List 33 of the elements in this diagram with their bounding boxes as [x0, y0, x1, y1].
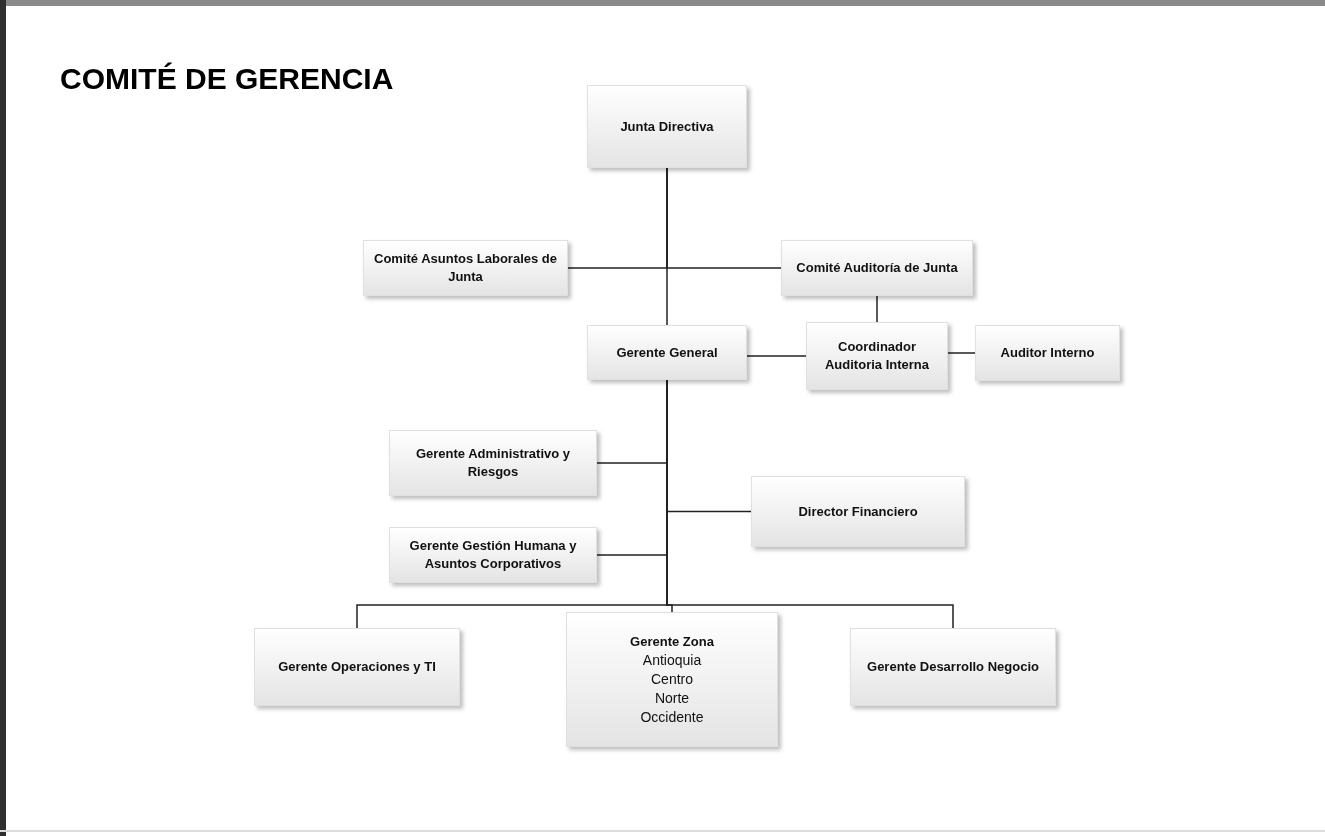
org-box	[587, 85, 747, 168]
box-text: Norte	[654, 688, 690, 708]
org-box	[389, 527, 597, 583]
box-text: Centro	[651, 669, 693, 689]
box-title: Coordinador Auditoria Interna	[824, 338, 930, 374]
org-box	[587, 325, 747, 380]
box-title: Comité Auditoría de Junta	[796, 259, 958, 277]
org-box	[566, 612, 778, 747]
org-box	[806, 322, 948, 390]
org-box	[850, 628, 1056, 706]
connector-line	[746, 355, 807, 357]
title: COMITÉ DE GERENCIA	[60, 61, 394, 97]
connector-line	[947, 352, 976, 354]
box-title: Gerente Desarrollo Negocio	[867, 658, 1039, 676]
box-text: Occidente	[640, 707, 704, 727]
org-box	[751, 476, 965, 547]
box-title: Gerente Administrativo y Riesgos	[414, 445, 572, 481]
box-title: Gerente Operaciones y TI	[278, 658, 436, 676]
org-box	[389, 430, 597, 496]
connector-line	[666, 167, 668, 326]
org-box	[363, 240, 568, 296]
connector-line	[876, 295, 878, 323]
box-title: Gerente Zona	[630, 632, 714, 651]
box-title: Junta Directiva	[620, 117, 714, 136]
org-box	[254, 628, 460, 706]
box-title: Comité Asuntos Laborales de Junta	[373, 250, 558, 286]
box-title: Gerente Gestión Humana y Asuntos Corporativos	[408, 537, 578, 573]
box-title: Gerente General	[616, 343, 718, 362]
box-text: Antioquia	[642, 650, 702, 670]
box-title: Auditor Interno	[1000, 344, 1095, 362]
org-box	[781, 240, 973, 296]
org-box	[975, 325, 1120, 381]
box-title: Director Financiero	[798, 502, 918, 521]
